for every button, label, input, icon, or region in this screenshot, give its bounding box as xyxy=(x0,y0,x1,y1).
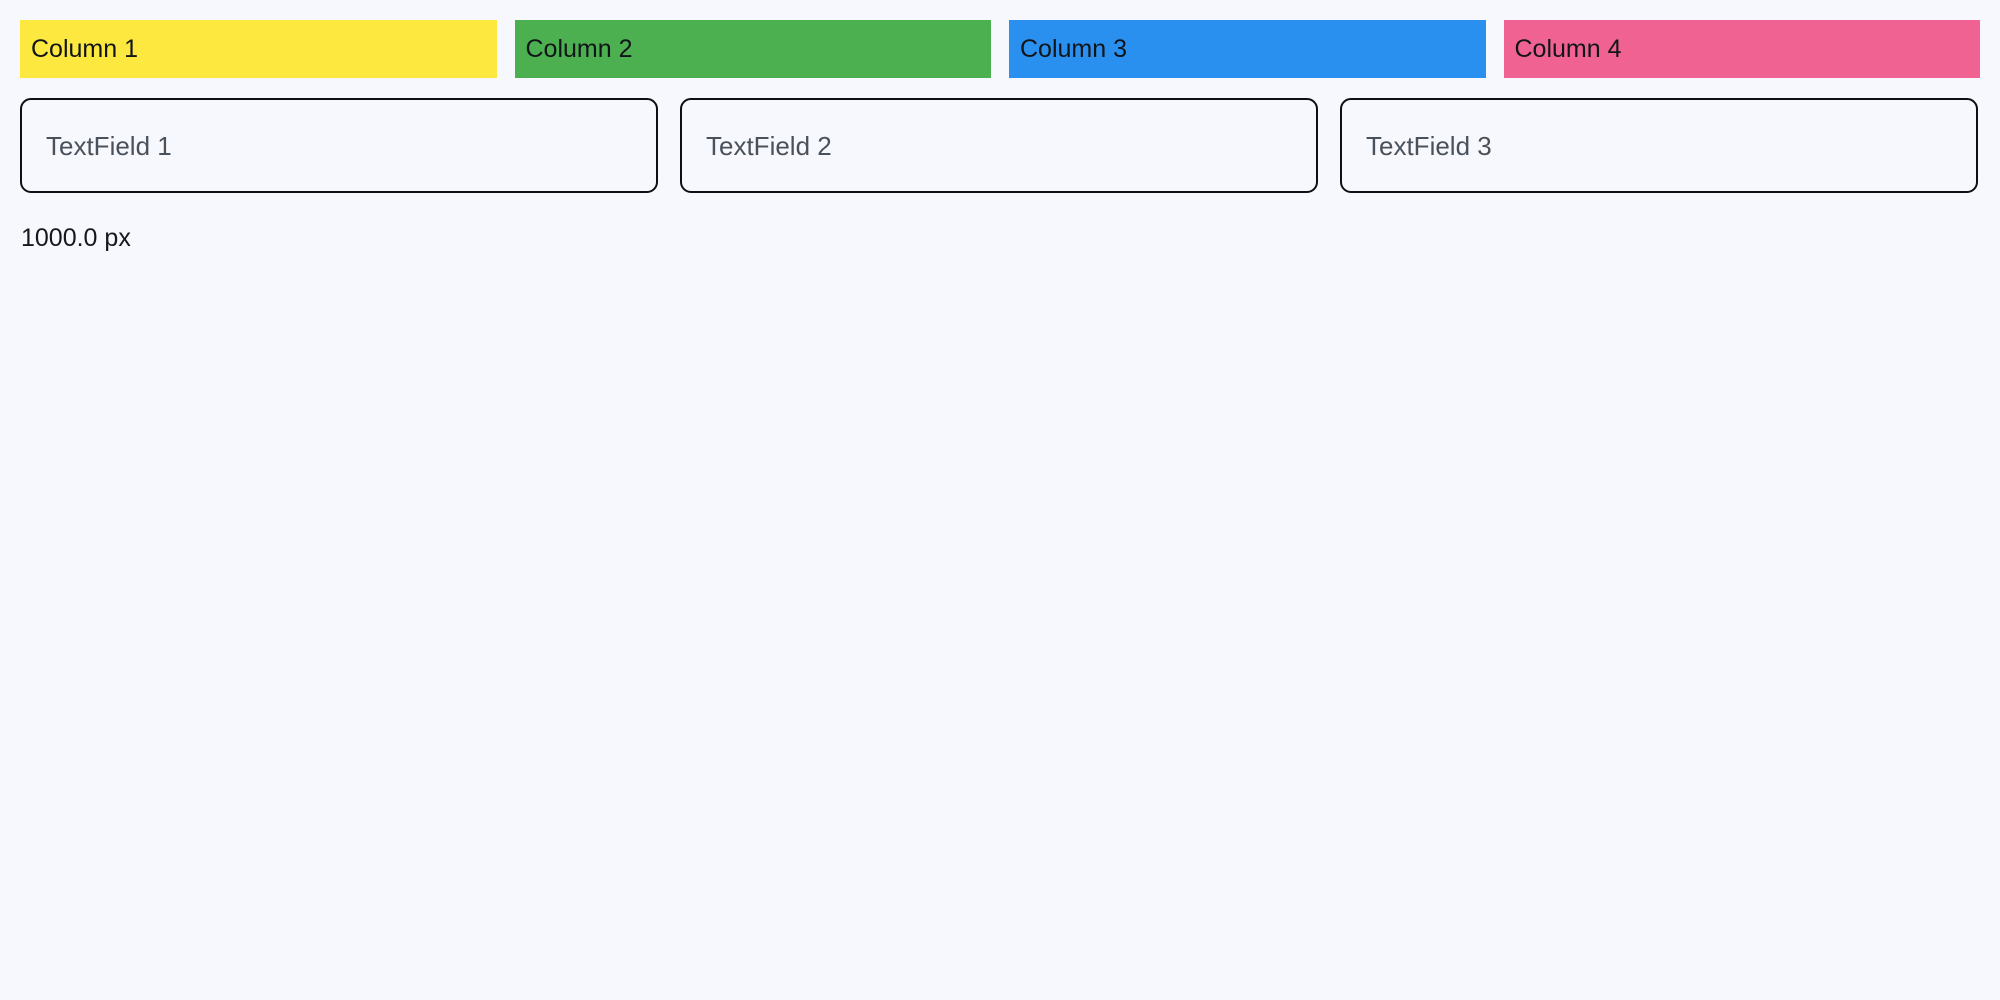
text-field-3-placeholder: TextField 3 xyxy=(1366,130,1492,161)
text-field-2-placeholder: TextField 2 xyxy=(706,130,832,161)
text-field-1-placeholder: TextField 1 xyxy=(46,130,172,161)
measurement-label: 1000.0 px xyxy=(21,224,131,252)
column-label: Column 2 xyxy=(525,34,633,63)
text-field-3[interactable]: TextField 3 xyxy=(1340,98,1978,193)
columns-row: Column 1 Column 2 Column 3 Column 4 xyxy=(20,20,1980,78)
column-block-4[interactable]: Column 4 xyxy=(1503,20,1980,78)
text-field-1[interactable]: TextField 1 xyxy=(20,98,658,193)
text-fields-row: TextField 1 TextField 2 TextField 3 xyxy=(20,98,1978,193)
column-label: Column 1 xyxy=(31,34,138,63)
empty-canvas-area xyxy=(0,262,2000,1000)
column-block-3[interactable]: Column 3 xyxy=(1009,20,1486,78)
column-block-2[interactable]: Column 2 xyxy=(514,20,991,78)
column-label: Column 3 xyxy=(1020,34,1127,63)
text-field-2[interactable]: TextField 2 xyxy=(680,98,1318,193)
column-block-1[interactable]: Column 1 xyxy=(20,20,497,78)
column-label: Column 4 xyxy=(1514,34,1622,63)
